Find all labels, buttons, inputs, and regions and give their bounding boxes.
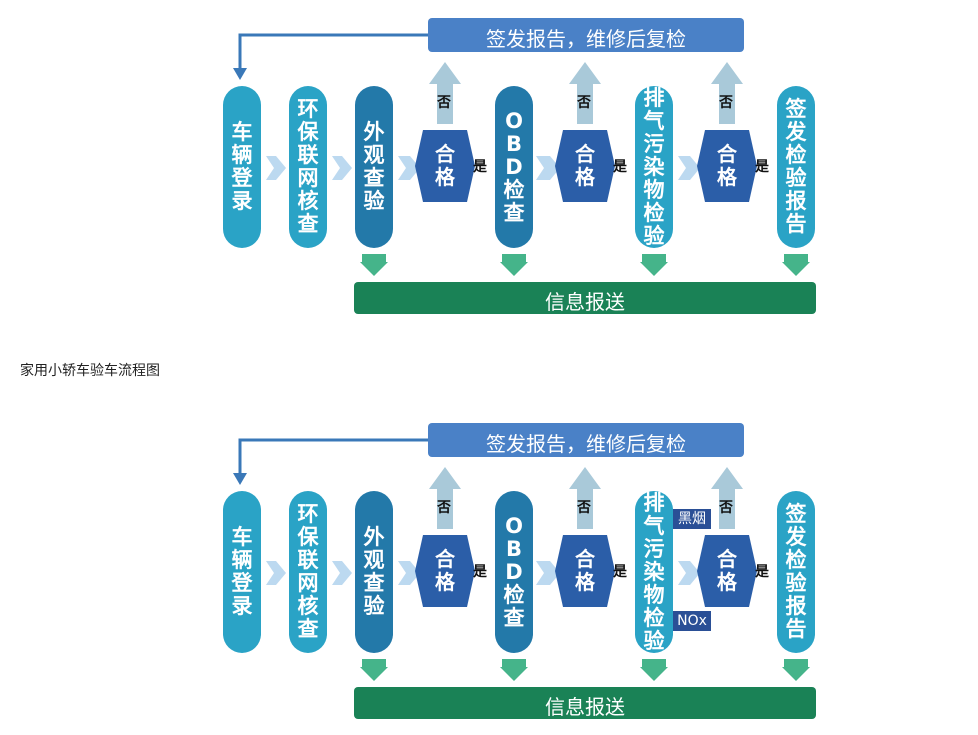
step-emission-test-label: 排气污染物检验 [643,490,665,653]
step-network-verification-label: 环保联网核查 [297,97,319,236]
qualified-check-label: 合格 [435,142,455,189]
step-issue-report [777,491,815,653]
flowchart-2-shapes [223,423,816,719]
pass-label: 是 [473,159,487,175]
pass-label: 是 [473,564,487,580]
step-obd-check [495,86,533,248]
step-vehicle-registration-label: 车辆登录 [231,120,253,213]
flowchart-2: 签发报告，维修后复检信息报送 车辆登录 环保联网核查 外观查验 OBD检查 排气污染物检验… [0,415,978,735]
step-issue-report [777,86,815,248]
return-line [238,33,428,70]
fail-label: 否 [437,500,451,516]
fail-label: 否 [577,95,591,111]
step-network-verification [289,491,327,653]
fail-arrow [711,467,743,529]
fail-label: 否 [719,95,733,111]
fail-arrow [569,467,601,529]
emission-tag: 黑烟 [673,509,711,529]
step-obd-check-label: OBD检查 [503,108,525,225]
retest-banner [428,18,744,52]
report-arrow [360,254,388,276]
step-network-verification-label: 环保联网核查 [297,502,319,641]
flowchart-1: 签发报告，维修后复检信息报送 车辆登录 环保联网核查 外观查验 OBD检查 排气污染物检验… [0,10,978,330]
step-network-verification [289,86,327,248]
return-arrowhead [233,68,247,80]
qualified-check [415,130,475,202]
qualified-check-label: 合格 [717,547,737,594]
retest-banner-label: 签发报告，维修后复检 [486,432,686,456]
step-issue-report-label: 签发检验报告 [785,97,807,236]
fail-label: 否 [437,95,451,111]
report-arrow [640,254,668,276]
figure-caption: 家用小轿车验车流程图 [20,363,160,379]
return-line [238,438,428,475]
step-vehicle-registration [223,86,261,248]
qualified-check [555,130,615,202]
qualified-check-label: 合格 [575,547,595,594]
step-appearance-inspection [355,86,393,248]
retest-banner [428,423,744,457]
step-obd-check-label: OBD检查 [503,513,525,630]
qualified-check [697,130,757,202]
retest-banner-label: 签发报告，维修后复检 [486,27,686,51]
step-appearance-inspection [355,491,393,653]
fail-label: 否 [719,500,733,516]
pass-label: 是 [613,159,627,175]
emission-tag: NOx [673,611,711,631]
flow-chevron [398,156,420,180]
step-obd-check [495,491,533,653]
report-arrow [500,254,528,276]
step-emission-test-label: 排气污染物检验 [643,85,665,248]
qualified-check [697,535,757,607]
report-arrow [782,254,810,276]
step-issue-report-label: 签发检验报告 [785,502,807,641]
flow-chevron [332,561,352,585]
step-vehicle-registration-label: 车辆登录 [231,525,253,618]
fail-arrow [711,62,743,124]
step-emission-test [635,491,673,653]
qualified-check-label: 合格 [575,142,595,189]
qualified-check-label: 合格 [435,547,455,594]
return-arrowhead [233,473,247,485]
flowchart-1-shapes [223,18,816,314]
qualified-check [415,535,475,607]
fail-label: 否 [577,500,591,516]
fail-arrow [569,62,601,124]
qualified-check-label: 合格 [717,142,737,189]
pass-label: 是 [755,564,769,580]
report-arrow [782,659,810,681]
step-vehicle-registration [223,491,261,653]
flow-chevron [266,156,286,180]
flow-chevron [678,156,700,180]
report-banner-label: 信息报送 [545,290,625,314]
flow-chevron [678,561,700,585]
pass-label: 是 [613,564,627,580]
step-appearance-inspection-label: 外观查验 [363,120,385,213]
step-appearance-inspection-label: 外观查验 [363,525,385,618]
report-banner [354,282,816,314]
fail-arrow [429,467,461,529]
report-arrow [640,659,668,681]
flow-chevron [398,561,420,585]
report-arrow [500,659,528,681]
flow-chevron [536,561,560,585]
step-emission-test [635,86,673,248]
report-banner-label: 信息报送 [545,695,625,719]
report-banner [354,687,816,719]
qualified-check [555,535,615,607]
flow-chevron [332,156,352,180]
report-arrow [360,659,388,681]
pass-label: 是 [755,159,769,175]
flow-chevron [536,156,560,180]
flow-chevron [266,561,286,585]
fail-arrow [429,62,461,124]
